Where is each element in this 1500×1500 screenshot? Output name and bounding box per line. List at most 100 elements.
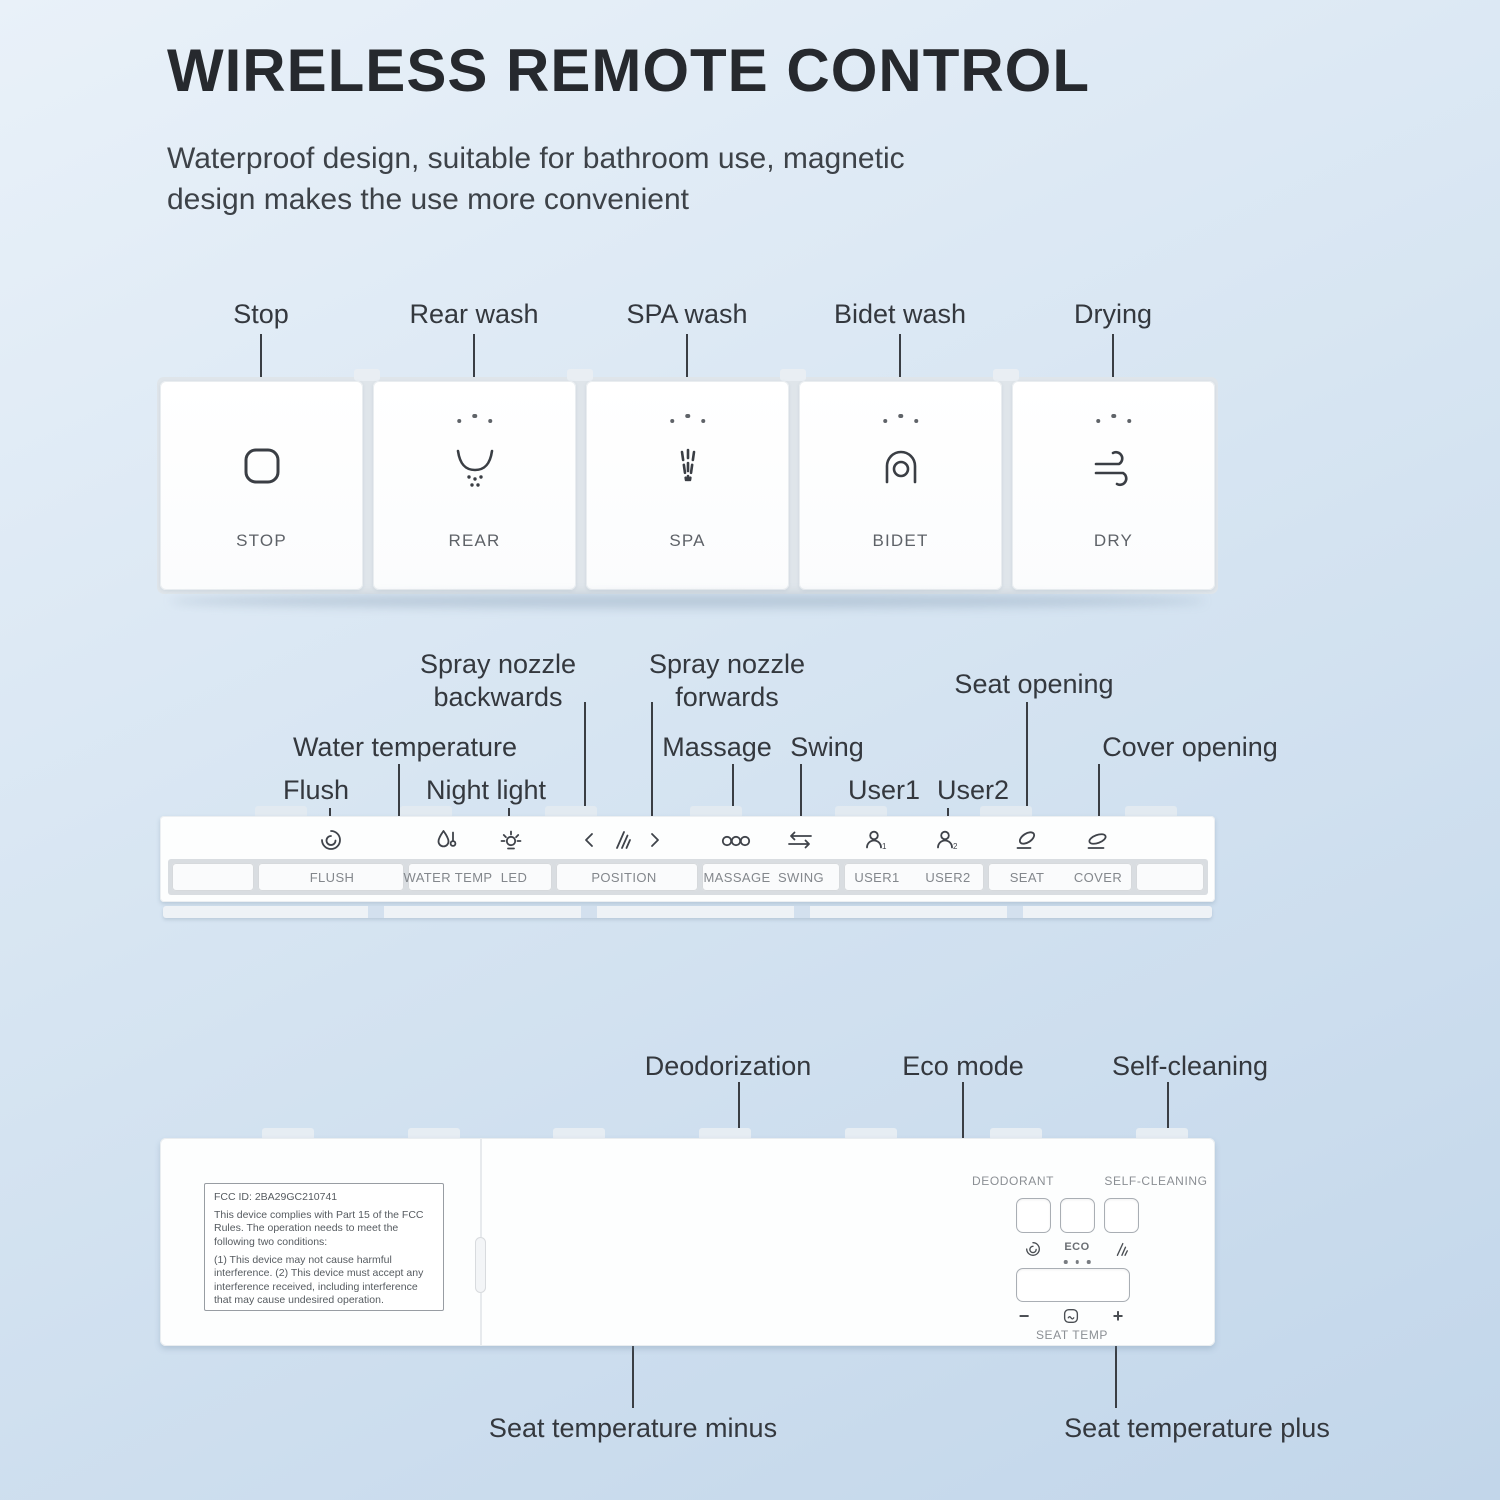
housing-tab <box>993 369 1019 381</box>
nozzle-back-key[interactable] <box>581 830 597 850</box>
nozzle-icon <box>609 827 635 853</box>
callout-user1: User1 <box>847 775 921 805</box>
callout-line-plus-v <box>1115 1334 1117 1408</box>
water-temp-key[interactable] <box>434 827 460 853</box>
housing-tab <box>553 1128 605 1140</box>
edge-notch <box>368 906 384 918</box>
swing-key-label: SWING <box>777 870 825 885</box>
callout-spa-wash: SPA wash <box>626 299 748 329</box>
callout-seat-temp-minus: Seat temperature minus <box>488 1413 778 1443</box>
dry-icon <box>1088 441 1140 493</box>
side-bottom-edge <box>163 906 1212 918</box>
callout-line-minus-v <box>632 1306 634 1408</box>
callout-line-seat-open <box>1026 702 1028 824</box>
seat-temp-icon <box>1061 1306 1081 1326</box>
bidet-label: BIDET <box>872 531 929 550</box>
seat-key-label: SEAT <box>1009 870 1045 885</box>
spa-wash-button[interactable]: SPA <box>586 381 789 590</box>
svg-text:1: 1 <box>882 842 887 851</box>
callout-line-cover-open <box>1098 764 1100 824</box>
deodorant-label: DEODORANT <box>971 1174 1055 1188</box>
seat-temp-button[interactable] <box>1016 1268 1130 1302</box>
callout-nozzle-backwards: Spray nozzle backwards <box>419 649 577 712</box>
fcc-text-2: (1) This device may not cause harmful in… <box>214 1253 424 1307</box>
label-plate <box>702 863 840 891</box>
self-cleaning-icon <box>1112 1240 1130 1258</box>
level-dots <box>456 411 493 423</box>
callout-bidet-wash: Bidet wash <box>833 299 967 329</box>
rear-wash-button[interactable]: REAR <box>373 381 576 590</box>
fcc-text-1: This device complies with Part 15 of the… <box>214 1208 424 1248</box>
callout-line-spa <box>686 334 688 410</box>
edge-notch <box>794 906 810 918</box>
user1-key[interactable]: 1 <box>863 827 889 853</box>
callout-stop: Stop <box>233 299 289 329</box>
housing-tab <box>1125 806 1177 818</box>
dry-button[interactable]: DRY <box>1012 381 1215 590</box>
subtitle-line-1: Waterproof design, suitable for bathroom… <box>167 142 905 175</box>
user2-key-label: USER2 <box>925 870 971 885</box>
eco-label: ECO <box>1064 1241 1090 1253</box>
callout-deodorization: Deodorization <box>644 1051 812 1081</box>
housing-tab <box>408 1128 460 1140</box>
callout-swing: Swing <box>790 732 864 762</box>
seat-open-key[interactable] <box>1013 827 1039 853</box>
flush-key[interactable] <box>318 827 344 853</box>
deodorant-button[interactable] <box>1016 1198 1051 1233</box>
level-dots <box>882 411 919 423</box>
page-title: WIRELESS REMOTE CONTROL <box>167 37 1090 104</box>
housing-tab <box>255 806 307 818</box>
swing-key[interactable] <box>786 827 814 853</box>
callout-user2: User2 <box>936 775 1010 805</box>
label-plate <box>172 863 254 891</box>
callout-drying: Drying <box>1073 299 1153 329</box>
callout-rear-wash: Rear wash <box>409 299 539 329</box>
stop-button[interactable]: STOP <box>160 381 363 590</box>
callout-self-cleaning: Self-cleaning <box>1111 1051 1269 1081</box>
spa-label: SPA <box>669 531 706 550</box>
callout-eco-mode: Eco mode <box>902 1051 1024 1081</box>
rear-wash-icon <box>449 441 501 495</box>
label-plate <box>988 863 1132 891</box>
self-cleaning-button[interactable] <box>1104 1198 1139 1233</box>
callout-line-rear <box>473 334 475 410</box>
housing-tab <box>699 1128 751 1140</box>
water-temp-key-label: WATER TEMP <box>403 870 493 885</box>
callout-nozzle-forwards: Spray nozzle forwards <box>648 649 806 712</box>
edge-notch <box>581 906 597 918</box>
housing-tab <box>980 806 1032 818</box>
label-plate <box>258 863 404 891</box>
rear-label: REAR <box>448 531 501 550</box>
callout-line-nozzle-fwd <box>651 702 653 824</box>
user2-key[interactable]: 2 <box>934 827 960 853</box>
led-key-label: LED <box>500 870 528 885</box>
position-key-label: POSITION <box>591 870 657 885</box>
housing-tab <box>835 806 887 818</box>
callout-massage: Massage <box>662 732 772 762</box>
callout-water-temperature: Water temperature <box>292 732 518 762</box>
user1-key-label: USER1 <box>854 870 900 885</box>
eco-level-dots <box>1063 1260 1091 1264</box>
edge-notch <box>1007 906 1023 918</box>
massage-key[interactable] <box>720 827 752 853</box>
stop-label: STOP <box>236 531 287 550</box>
svg-text:2: 2 <box>953 842 958 851</box>
cover-open-key[interactable] <box>1084 827 1110 853</box>
housing-tab <box>545 806 597 818</box>
callout-seat-opening: Seat opening <box>954 669 1114 699</box>
housing-tab <box>780 369 806 381</box>
callout-seat-temp-plus: Seat temperature plus <box>1064 1413 1330 1443</box>
eco-button[interactable] <box>1060 1198 1095 1233</box>
seat-temp-label: SEAT TEMP <box>1035 1328 1109 1342</box>
housing-tab <box>690 806 742 818</box>
bidet-wash-button[interactable]: BIDET <box>799 381 1002 590</box>
level-dots <box>1095 411 1132 423</box>
spa-wash-icon <box>662 441 714 493</box>
night-light-key[interactable] <box>498 827 524 853</box>
label-plate <box>556 863 698 891</box>
seat-temp-minus: − <box>1018 1306 1030 1326</box>
housing-tab <box>845 1128 897 1140</box>
nozzle-forward-key[interactable] <box>647 830 663 850</box>
callout-flush: Flush <box>282 775 350 805</box>
label-plate <box>408 863 552 891</box>
